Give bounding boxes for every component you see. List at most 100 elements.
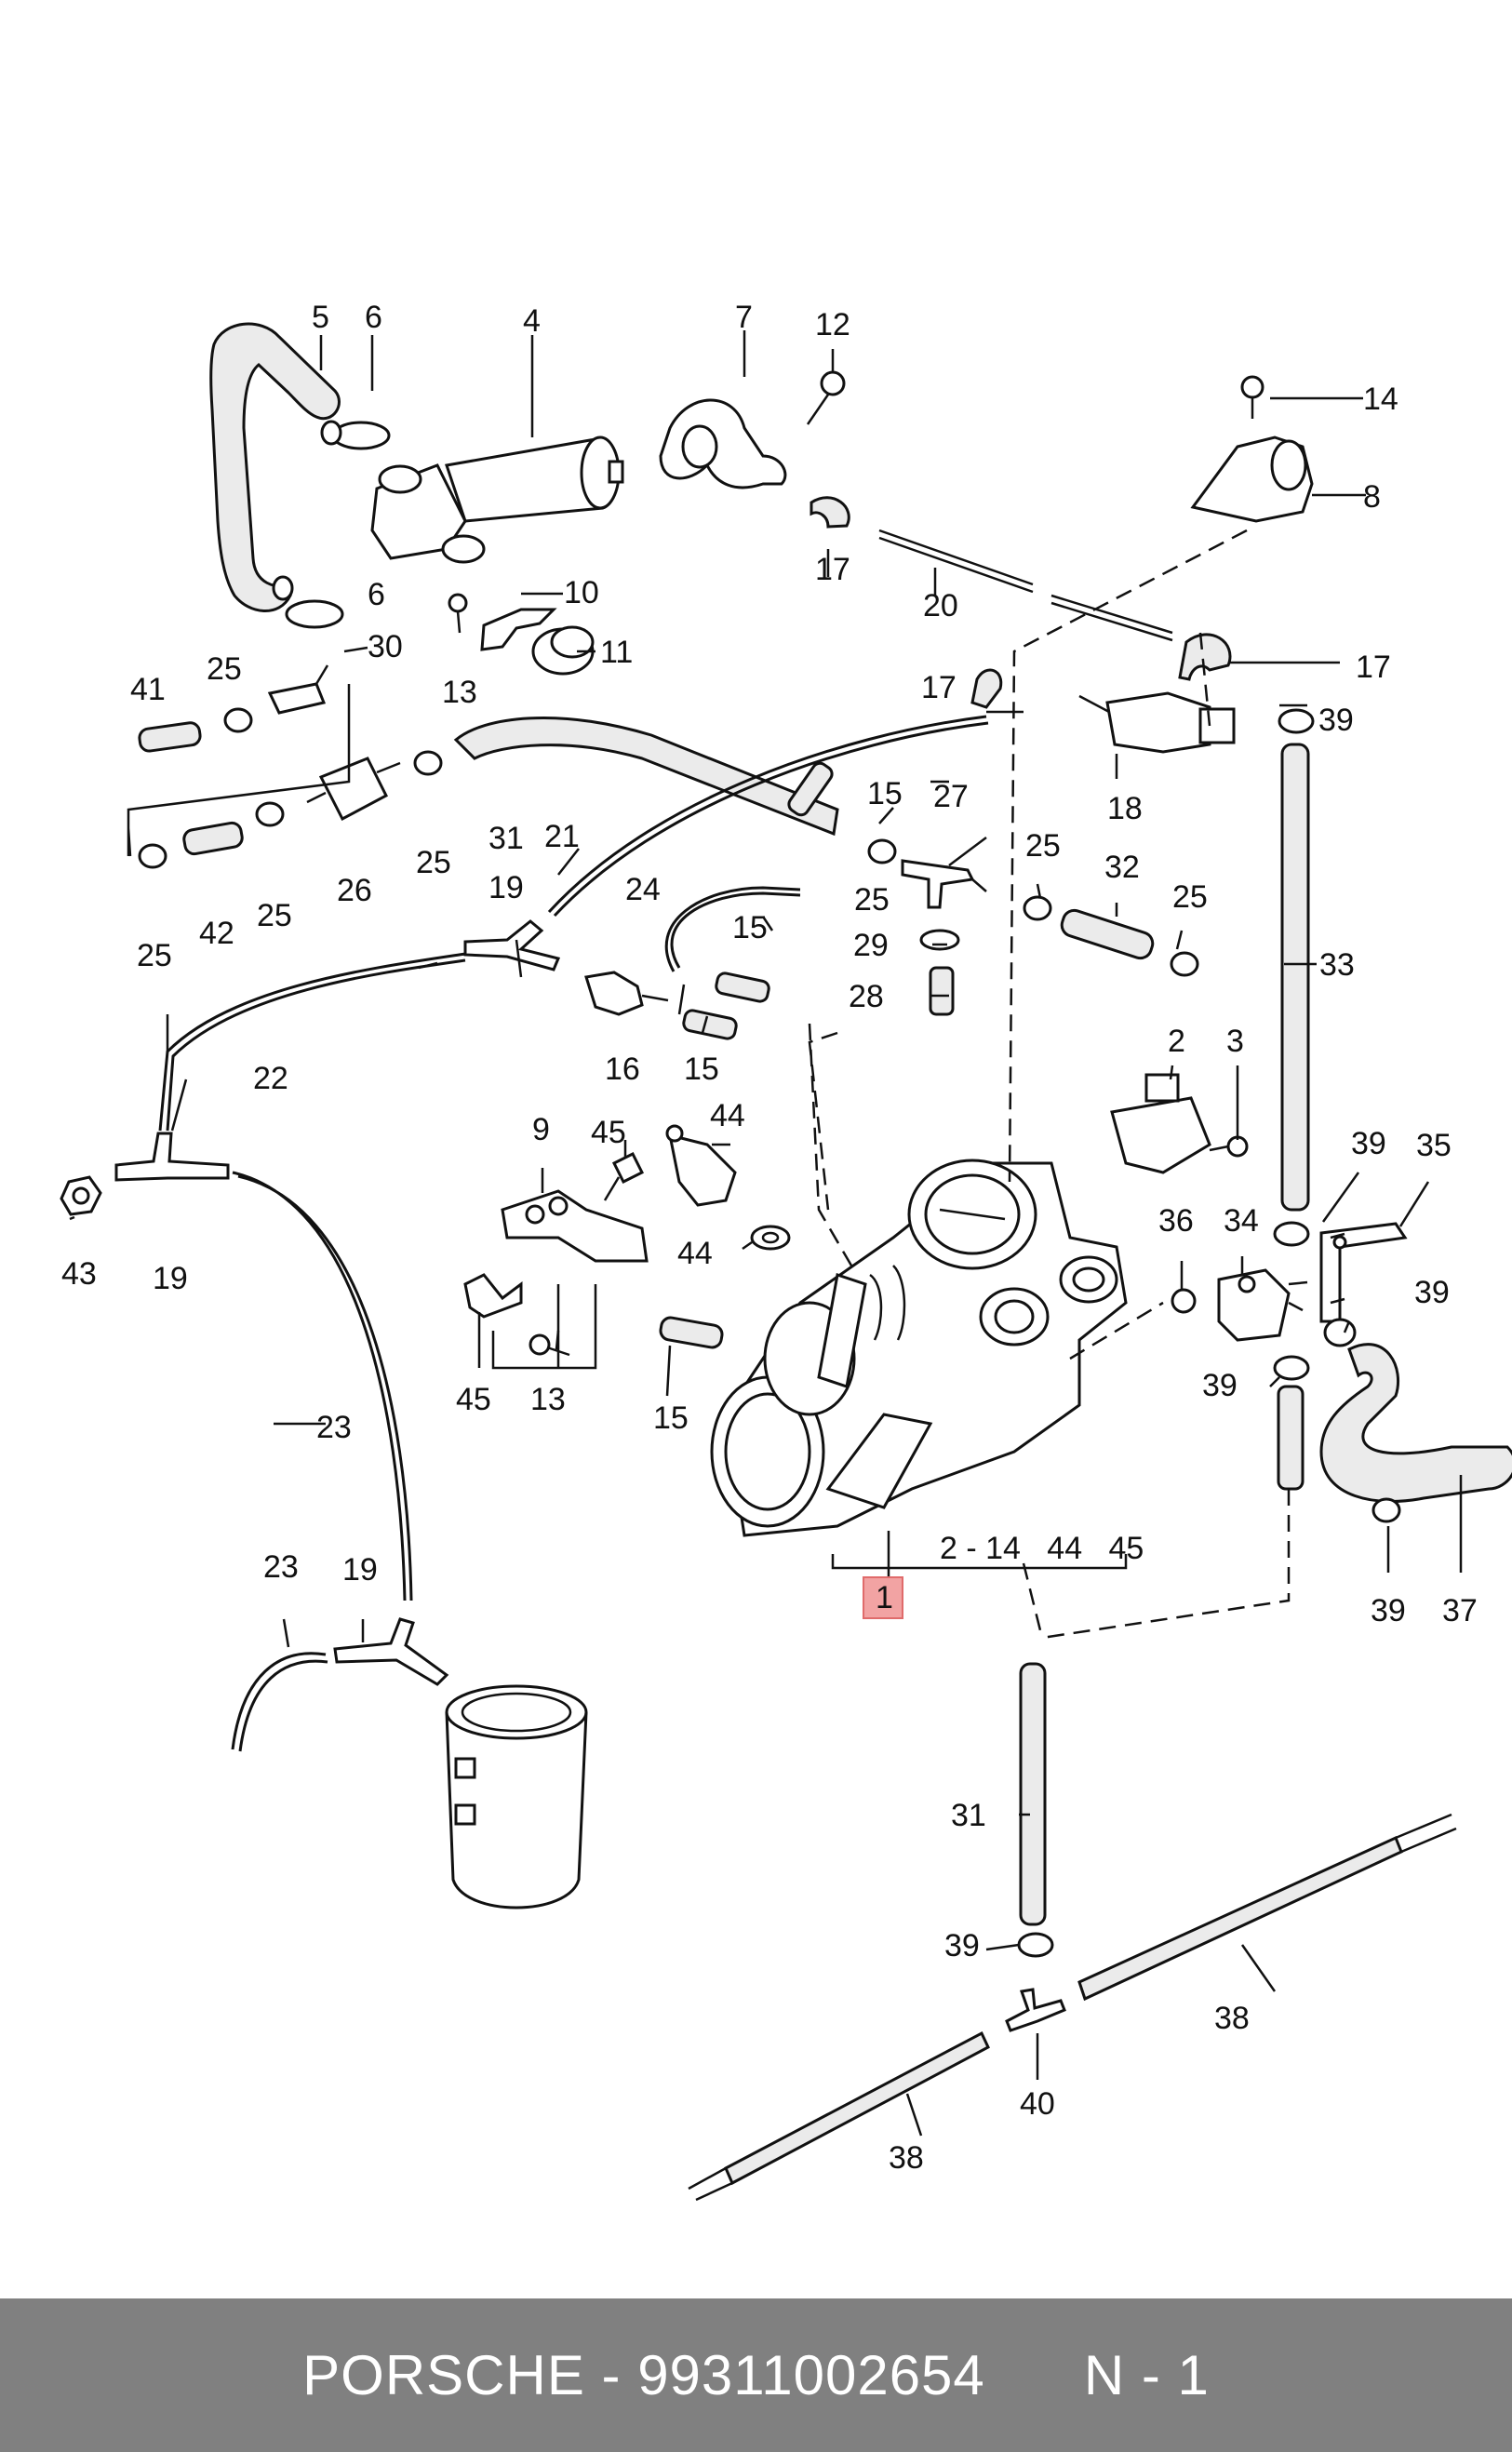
hose-38-right[interactable] bbox=[1077, 1813, 1457, 2002]
screw-13-upper[interactable] bbox=[448, 593, 468, 634]
line-23-long[interactable] bbox=[232, 1171, 413, 1601]
callout-39f: 39 bbox=[944, 1928, 980, 1963]
screw-35a[interactable] bbox=[1330, 1232, 1345, 1305]
callout-8: 8 bbox=[1363, 479, 1381, 515]
hose-15-a[interactable] bbox=[786, 760, 835, 818]
callout-25d: 25 bbox=[416, 845, 451, 880]
callout-35: 35 bbox=[1416, 1128, 1452, 1163]
hose-38-left[interactable] bbox=[688, 2030, 990, 2202]
valve-34[interactable] bbox=[1217, 1268, 1308, 1342]
hose-5[interactable] bbox=[209, 322, 341, 612]
connector-30[interactable] bbox=[267, 664, 329, 715]
nut-36[interactable] bbox=[1171, 1288, 1197, 1314]
hose-15-c[interactable] bbox=[682, 1009, 738, 1040]
tpiece-19-upper[interactable] bbox=[463, 919, 561, 971]
callout-32: 32 bbox=[1104, 850, 1140, 885]
filter-26[interactable] bbox=[306, 757, 401, 822]
clamp-29[interactable] bbox=[919, 929, 960, 951]
hose-32[interactable] bbox=[1059, 907, 1156, 961]
bracket-46[interactable] bbox=[463, 1273, 523, 1319]
clamp-25-e[interactable] bbox=[867, 838, 897, 864]
line-23-short[interactable] bbox=[231, 1652, 328, 1752]
group-bracket bbox=[831, 1554, 1128, 1570]
clamp-6-upper[interactable] bbox=[320, 420, 391, 450]
hose-17-right[interactable] bbox=[1178, 633, 1232, 681]
callout-15c: 15 bbox=[684, 1052, 719, 1087]
clamp-39-b[interactable] bbox=[1323, 1318, 1357, 1347]
screw-3[interactable] bbox=[1209, 1135, 1249, 1158]
bracket-10[interactable] bbox=[480, 608, 557, 651]
tube-20[interactable] bbox=[878, 529, 1173, 642]
throttle-body-1[interactable] bbox=[710, 1159, 1128, 1537]
callout-9: 9 bbox=[532, 1112, 550, 1147]
exploded-parts-diagram: 1 2 3 4 5 6 6 7 8 9 10 11 12 13 13 14 15… bbox=[60, 300, 1512, 2202]
clamp-39-top[interactable] bbox=[1278, 708, 1315, 734]
tpiece-19-left[interactable] bbox=[114, 1132, 230, 1182]
tpiece-40[interactable] bbox=[1005, 1988, 1066, 2032]
clamp-25-f[interactable] bbox=[1023, 895, 1052, 921]
callout-13a: 13 bbox=[442, 675, 477, 710]
clamp-25-b[interactable] bbox=[138, 843, 167, 869]
callout-26: 26 bbox=[337, 873, 372, 908]
hose-15-d[interactable] bbox=[659, 1316, 724, 1349]
sensor-2[interactable] bbox=[1110, 1073, 1211, 1174]
hose-41[interactable] bbox=[138, 721, 202, 753]
sensor-45[interactable] bbox=[665, 1124, 737, 1207]
idle-valve-4[interactable] bbox=[370, 435, 624, 564]
line-22[interactable] bbox=[158, 952, 466, 1132]
clamp-25-a[interactable] bbox=[223, 707, 253, 733]
callout-25f: 25 bbox=[1025, 828, 1061, 864]
hose-31-lower[interactable] bbox=[1019, 1662, 1047, 1926]
hose-42[interactable] bbox=[182, 821, 244, 856]
callout-33: 33 bbox=[1319, 947, 1355, 983]
callout-19a: 19 bbox=[488, 870, 524, 905]
clamp-6-lower[interactable] bbox=[272, 575, 344, 629]
hose-15-b[interactable] bbox=[715, 971, 770, 1003]
hose-17-mid[interactable] bbox=[970, 668, 1003, 709]
nut-43[interactable] bbox=[60, 1175, 102, 1216]
callout-38b: 38 bbox=[889, 2140, 924, 2176]
clamp-25-c[interactable] bbox=[255, 801, 285, 827]
callout-39e: 39 bbox=[1371, 1593, 1406, 1628]
callout-39d: 39 bbox=[1202, 1368, 1238, 1403]
bracket-9[interactable] bbox=[501, 1189, 649, 1263]
clamp-39-e[interactable] bbox=[1017, 1932, 1054, 1958]
callout-18: 18 bbox=[1107, 791, 1143, 826]
clamp-25-g[interactable] bbox=[1170, 951, 1199, 977]
hose-17-top[interactable] bbox=[810, 496, 850, 529]
screw-47[interactable] bbox=[603, 1151, 645, 1201]
line-24[interactable] bbox=[664, 886, 801, 972]
hose-37[interactable] bbox=[1319, 1343, 1512, 1503]
bracket-35[interactable] bbox=[1319, 1222, 1408, 1323]
tpiece-27[interactable] bbox=[901, 859, 987, 909]
valve-18[interactable] bbox=[1078, 691, 1236, 754]
tpiece-19-lower[interactable] bbox=[333, 1617, 449, 1686]
clamp-25-d[interactable] bbox=[413, 750, 443, 776]
callout-16: 16 bbox=[605, 1052, 640, 1087]
footer-bar: PORSCHE - 99311002654 N - 1 bbox=[0, 2298, 1512, 2452]
clamp-39-c[interactable] bbox=[1273, 1355, 1310, 1381]
callout-44a: 44 bbox=[677, 1236, 713, 1271]
callouts: 1 2 3 4 5 6 6 7 8 9 10 11 12 13 13 14 15… bbox=[61, 300, 1478, 2176]
callout-24: 24 bbox=[625, 872, 661, 907]
callout-40: 40 bbox=[1020, 2086, 1055, 2122]
hose-33[interactable] bbox=[1280, 743, 1310, 1212]
footer-text: PORSCHE - 99311002654 N - 1 bbox=[302, 2343, 1210, 2407]
hose-31-upper[interactable] bbox=[453, 717, 839, 837]
screw-14[interactable] bbox=[1240, 375, 1264, 419]
sleeve-28[interactable] bbox=[929, 966, 955, 1016]
callout-2: 2 bbox=[1168, 1024, 1185, 1059]
canister[interactable] bbox=[445, 1684, 588, 1909]
callout-11: 11 bbox=[600, 635, 633, 670]
washer-44[interactable] bbox=[750, 1225, 791, 1251]
clamp-39-a[interactable] bbox=[1273, 1221, 1310, 1247]
clip-7[interactable] bbox=[659, 398, 787, 489]
clamp-39-d[interactable] bbox=[1372, 1497, 1401, 1523]
footer-part-number: 99311002654 bbox=[637, 2344, 985, 2406]
hose-short-39[interactable] bbox=[1277, 1385, 1305, 1491]
bracket-8[interactable] bbox=[1190, 435, 1314, 523]
check-valve-16[interactable] bbox=[584, 971, 669, 1016]
screw-12[interactable] bbox=[806, 370, 846, 425]
screw-13-lower[interactable] bbox=[529, 1333, 570, 1357]
line-21[interactable] bbox=[547, 715, 989, 918]
